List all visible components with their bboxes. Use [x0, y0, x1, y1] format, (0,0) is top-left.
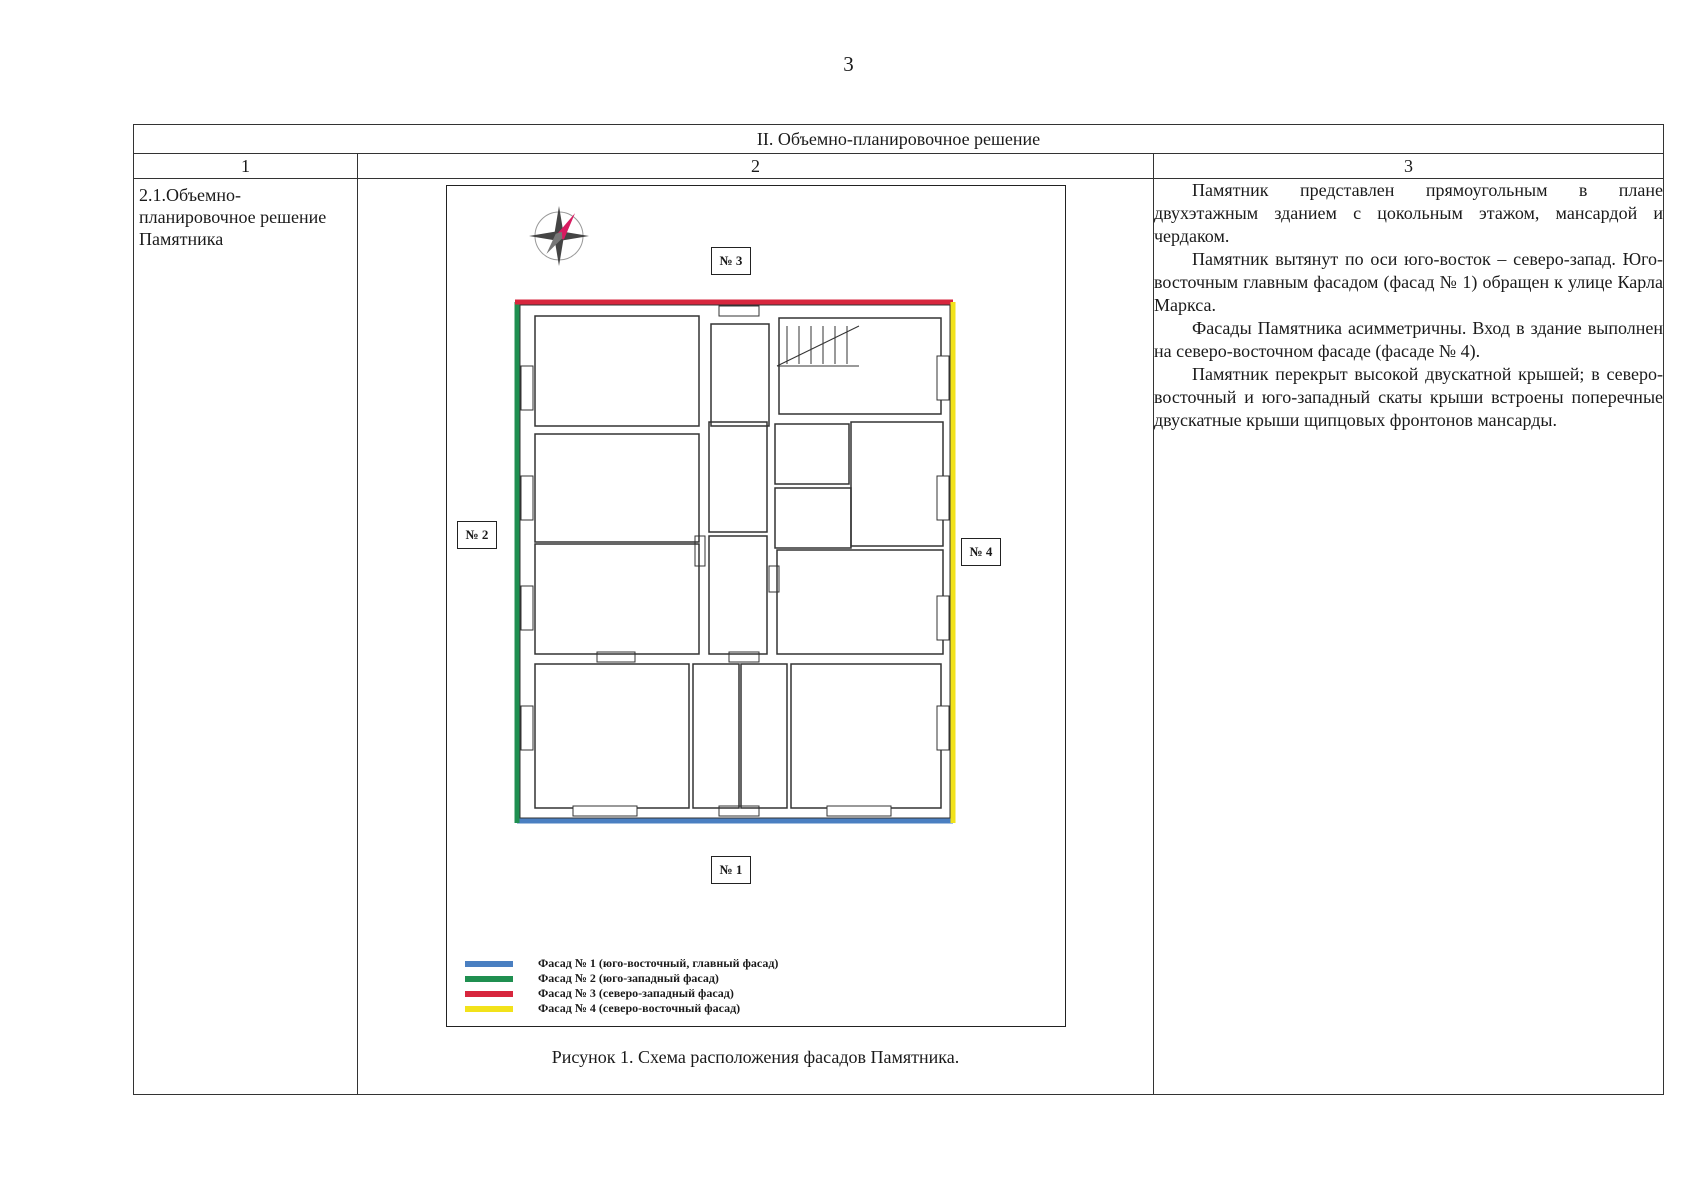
content-table: II. Объемно-планировочное решение 1 2 3 … [132, 124, 1665, 1095]
floor-plan-drawing [514, 206, 956, 824]
legend-swatch-1 [465, 960, 513, 967]
facade-label-1: № 1 [711, 856, 751, 884]
legend-item: Фасад № 2 (юго-западный фасад) [465, 971, 778, 986]
facade-legend: Фасад № 1 (юго-восточный, главный фасад)… [465, 956, 778, 1016]
legend-item: Фасад № 3 (северо-западный фасад) [465, 986, 778, 1001]
compass-icon [529, 206, 589, 266]
row-heading-cell: 2.1.Объемно-планировочное решение Памятн… [133, 178, 358, 1095]
description-paragraph: Фасады Памятника асимметричны. Вход в зд… [1154, 318, 1664, 361]
facade-label-3: № 3 [711, 247, 751, 275]
legend-swatch-3 [465, 990, 513, 997]
figure-cell: № 3 № 2 № 4 № 1 Фасад № 1 (юго-восточный… [357, 178, 1154, 1095]
column-number-1: 1 [133, 153, 358, 179]
description-cell: Памятник представлен прямоугольным в пла… [1152, 178, 1665, 1095]
column-number-3: 3 [1152, 153, 1665, 179]
row-heading: 2.1.Объемно-планировочное решение Памятн… [139, 185, 327, 249]
legend-label: Фасад № 4 (северо-восточный фасад) [538, 1001, 741, 1015]
section-title: II. Объемно-планировочное решение [132, 124, 1665, 154]
page-number: 3 [843, 52, 854, 76]
figure-caption: Рисунок 1. Схема расположения фасадов Па… [551, 1047, 960, 1067]
facade-scheme-figure: № 3 № 2 № 4 № 1 Фасад № 1 (юго-восточный… [446, 185, 1066, 1027]
legend-item: Фасад № 4 (северо-восточный фасад) [465, 1001, 778, 1016]
legend-swatch-4 [465, 1005, 513, 1012]
legend-label: Фасад № 3 (северо-западный фасад) [538, 986, 734, 1000]
description-paragraph: Памятник вытянут по оси юго-восток – сев… [1154, 249, 1664, 315]
facade-label-4: № 4 [961, 538, 1001, 566]
legend-swatch-2 [465, 975, 513, 982]
legend-item: Фасад № 1 (юго-восточный, главный фасад) [465, 956, 778, 971]
column-number-2: 2 [357, 153, 1154, 179]
facade-label-2: № 2 [457, 521, 497, 549]
legend-label: Фасад № 2 (юго-западный фасад) [538, 971, 719, 985]
legend-label: Фасад № 1 (юго-восточный, главный фасад) [538, 956, 779, 970]
description-paragraph: Памятник представлен прямоугольным в пла… [1154, 180, 1664, 246]
description-paragraph: Памятник перекрыт высокой двускатной кры… [1154, 364, 1664, 430]
